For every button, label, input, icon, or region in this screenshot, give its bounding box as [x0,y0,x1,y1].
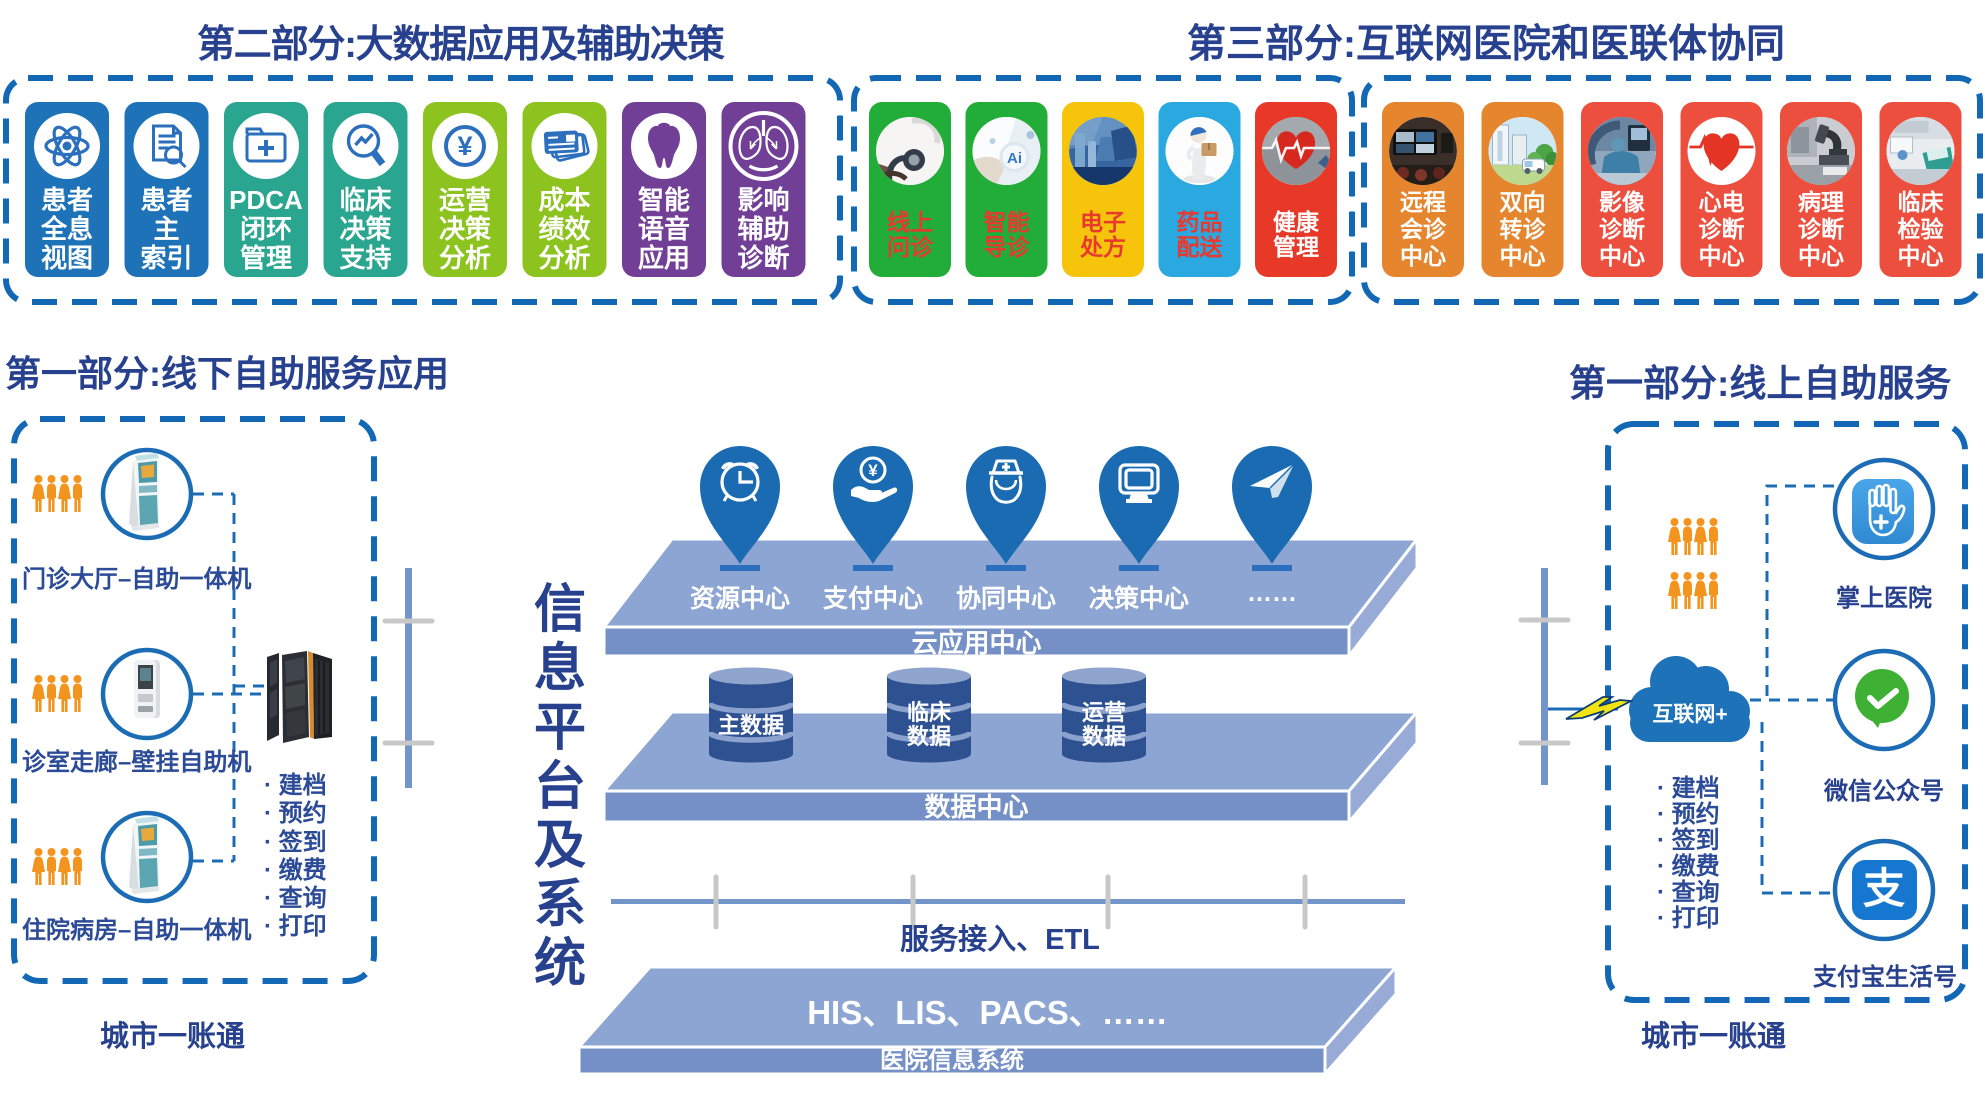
svg-text:支: 支 [1863,865,1905,912]
svg-text:¥: ¥ [868,461,878,480]
svg-text:¥: ¥ [457,131,472,161]
svg-text:Ai: Ai [1007,150,1022,167]
